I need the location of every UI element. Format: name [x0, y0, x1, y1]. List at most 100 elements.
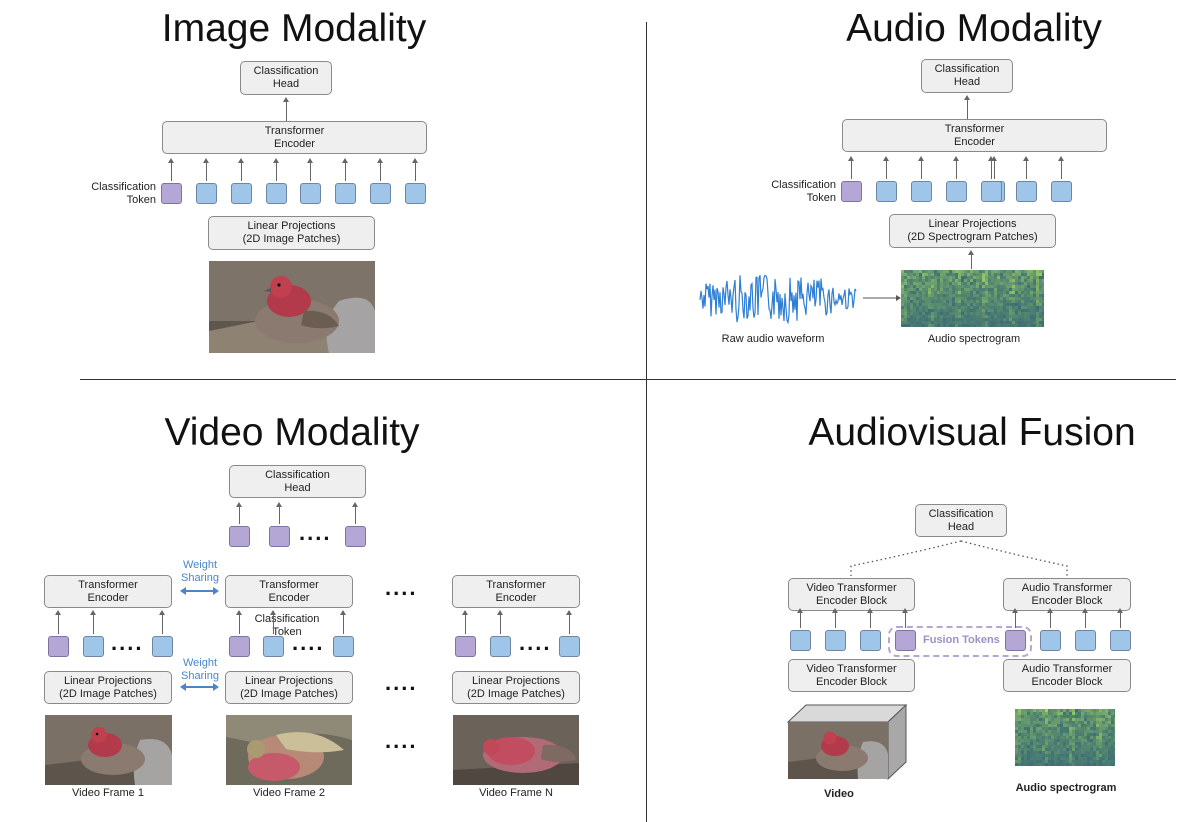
spectrogram-cell — [1069, 721, 1072, 724]
video-modality-title: Video Modality — [164, 411, 420, 454]
spectrogram-cell — [940, 300, 943, 303]
spectrogram-cell — [1081, 757, 1084, 760]
spectrogram-cell — [958, 270, 961, 273]
spectrogram-cell — [1030, 754, 1033, 757]
spectrogram-cell — [967, 309, 970, 312]
spectrogram-cell — [1039, 315, 1042, 318]
cls-label-line-2: Token — [126, 194, 156, 206]
encoder-line-1: Transformer — [264, 124, 325, 137]
spectrogram-cell — [982, 279, 985, 282]
spectrogram-cell — [973, 279, 976, 282]
spectrogram-cell — [940, 303, 943, 306]
cls-label-line-2: Token — [806, 192, 836, 204]
spectrogram-cell — [997, 315, 1000, 318]
spectrogram-graphic — [901, 270, 1044, 327]
spectrogram-cell — [931, 306, 934, 309]
spectrogram-cell — [907, 315, 910, 318]
spectrogram-cell — [1036, 742, 1039, 745]
spectrogram-cell — [1015, 321, 1018, 324]
spectrogram-cell — [1060, 742, 1063, 745]
spectrogram-cell — [922, 273, 925, 276]
arrow — [352, 502, 358, 524]
spectrogram-cell — [991, 297, 994, 300]
spectrogram-cell — [1042, 297, 1044, 300]
spectrogram-cell — [1054, 727, 1057, 730]
spectrogram-cell — [1000, 321, 1003, 324]
spectrogram-cell — [1090, 760, 1093, 763]
spectrogram-cell — [1030, 273, 1033, 276]
spectrogram-cell — [928, 306, 931, 309]
spectrogram-cell — [1039, 324, 1042, 327]
spectrogram-cell — [1021, 273, 1024, 276]
spectrogram-cell — [1012, 276, 1015, 279]
encoder-line-2: Encoder — [495, 591, 537, 604]
spectrogram-cell — [1009, 294, 1012, 297]
spectrogram-cell — [907, 321, 910, 324]
spectrogram-cell — [928, 285, 931, 288]
spectrogram-cell — [1009, 318, 1012, 321]
spectrogram-cell — [1051, 751, 1054, 754]
spectrogram-cell — [1111, 736, 1114, 739]
spectrogram-cell — [901, 309, 904, 312]
spectrogram-cell — [904, 303, 907, 306]
spectrogram-cell — [979, 318, 982, 321]
spectrogram-cell — [943, 303, 946, 306]
spectrogram-cell — [925, 288, 928, 291]
spectrogram-cell — [1027, 751, 1030, 754]
spectrogram-cell — [1096, 721, 1099, 724]
spectrogram-cell — [1033, 291, 1036, 294]
spectrogram-cell — [913, 318, 916, 321]
spectrogram-cell — [934, 270, 937, 273]
spectrogram-cell — [1030, 721, 1033, 724]
spectrogram-cell — [1090, 745, 1093, 748]
spectrogram-cell — [1051, 760, 1054, 763]
spectrogram-cell — [1021, 751, 1024, 754]
spectrogram-cell — [1048, 757, 1051, 760]
spectrogram-cell — [901, 273, 904, 276]
spectrogram-cell — [982, 285, 985, 288]
spectrogram-cell — [916, 309, 919, 312]
spectrogram-cell — [1108, 724, 1111, 727]
spectrogram-cell — [1009, 315, 1012, 318]
spectrogram-cell — [985, 291, 988, 294]
spectrogram-cell — [1030, 285, 1033, 288]
spectrogram-cell — [1006, 303, 1009, 306]
spectrogram-cell — [973, 309, 976, 312]
spectrogram-cell — [1027, 721, 1030, 724]
spectrogram-cell — [1105, 727, 1108, 730]
spectrogram-cell — [904, 297, 907, 300]
spectrogram-cell — [907, 279, 910, 282]
spectrogram-cell — [907, 291, 910, 294]
spectrogram-cell — [925, 285, 928, 288]
spectrogram-cell — [1048, 751, 1051, 754]
spectrogram-cell — [949, 294, 952, 297]
spectrogram-cell — [1021, 733, 1024, 736]
spectrogram-cell — [1066, 712, 1069, 715]
spectrogram-cell — [919, 309, 922, 312]
spectrogram-cell — [1072, 748, 1075, 751]
arrow — [283, 97, 289, 121]
spectrogram-cell — [1024, 300, 1027, 303]
spectrogram-cell — [1063, 721, 1066, 724]
spectrogram-cell — [1084, 748, 1087, 751]
spectrogram-cell — [1018, 748, 1021, 751]
spectrogram-cell — [934, 315, 937, 318]
spectrogram-cell — [910, 297, 913, 300]
spectrogram-cell — [1039, 294, 1042, 297]
spectrogram-cell — [907, 324, 910, 327]
spectrogram-cell — [1099, 748, 1102, 751]
spectrogram-cell — [1102, 715, 1105, 718]
spectrogram-cell — [985, 282, 988, 285]
spectrogram-cell — [1024, 318, 1027, 321]
spectrogram-cell — [949, 300, 952, 303]
spectrogram-cell — [1033, 727, 1036, 730]
spectrogram-cell — [1102, 724, 1105, 727]
spectrogram-cell — [1057, 754, 1060, 757]
spectrogram-cell — [1015, 318, 1018, 321]
spectrogram-cell — [1033, 709, 1036, 712]
spectrogram-cell — [970, 294, 973, 297]
spectrogram-cell — [1087, 754, 1090, 757]
spectrogram-cell — [1096, 763, 1099, 766]
spectrogram-cell — [1096, 745, 1099, 748]
spectrogram-cell — [1021, 718, 1024, 721]
